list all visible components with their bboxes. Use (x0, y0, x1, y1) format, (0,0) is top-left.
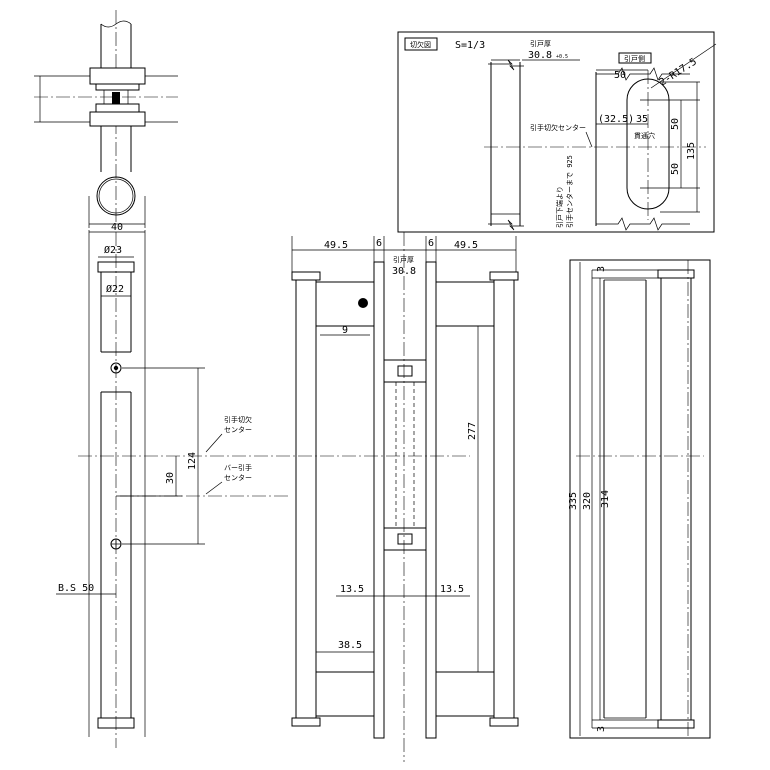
section-view (34, 10, 178, 228)
center-dim-495-left: 49.5 (324, 240, 348, 251)
center-dim-135-right: 13.5 (440, 584, 464, 595)
cutout-badge: 切欠図 (410, 40, 431, 49)
cutout-door-thickness-tol: +0.5 (556, 54, 568, 60)
cutout-dim-325: (32.5) (598, 114, 634, 125)
left-cutout-center-l1: 引手切欠 (224, 415, 252, 424)
cutout-dim-50-b: 50 (670, 163, 681, 175)
cutout-note-line2: 引手センターまで 925 (565, 155, 574, 228)
cutout-note-line1: 引戸下端より (555, 186, 564, 228)
left-dim-124: 124 (187, 452, 198, 470)
cutout-detail-box: 切欠図 S=1/3 引戸厚 30.8 +0.5 50 50 135 50 (397, 31, 717, 233)
cutout-dim-r: 2-R17.5 (658, 56, 699, 88)
left-cutout-center-l2: センター (224, 425, 252, 434)
right-dim-335: 335 (568, 492, 579, 510)
cutout-scale: S=1/3 (455, 40, 485, 51)
center-dim-6-left: 6 (376, 238, 382, 249)
cutout-dim-135: 135 (686, 142, 697, 160)
center-dim-277: 277 (467, 422, 478, 440)
right-dim-3-top: 3 (596, 266, 607, 272)
left-dim-30: 30 (165, 472, 176, 484)
left-front-view: 40 Ø23 Ø22 124 30 引手切欠 センター バー引手 (56, 222, 470, 748)
center-dim-6-right: 6 (428, 238, 434, 249)
left-bar-center-l1: バー引手 (224, 463, 252, 472)
center-door-thickness-label: 引戸厚 (393, 255, 414, 264)
cutout-dim-50-a: 50 (670, 118, 681, 130)
center-side-view: 49.5 6 6 49.5 引戸厚 30.8 9 277 (291, 232, 519, 762)
cutout-through-hole: 貫通穴 (634, 131, 655, 140)
center-dim-135-left: 13.5 (340, 584, 364, 595)
center-dim-9: 9 (342, 325, 348, 336)
left-dim-22: Ø22 (106, 283, 124, 295)
cutout-center-label: 引手切欠センター (530, 123, 586, 132)
right-side-view: 3 335 320 314 3 (568, 259, 711, 739)
right-dim-314: 314 (600, 490, 611, 508)
right-dim-320: 320 (582, 492, 593, 510)
left-dim-40: 40 (111, 222, 123, 233)
cutout-dim-50-top: 50 (614, 70, 626, 81)
cutout-door-side: 引戸側 (624, 54, 645, 63)
center-dim-385: 38.5 (338, 640, 362, 651)
cutout-door-thickness-label: 引戸厚 (530, 39, 551, 48)
left-bar-center-l2: センター (224, 473, 252, 482)
center-door-thickness-value: 30.8 (392, 266, 416, 277)
right-dim-3-bottom: 3 (596, 726, 607, 732)
left-dim-23: Ø23 (104, 244, 122, 256)
cutout-door-thickness-value: 30.8 (528, 50, 552, 61)
center-dim-495-right: 49.5 (454, 240, 478, 251)
cutout-dim-35: 35 (636, 114, 648, 125)
left-bs-label: B.S 50 (58, 583, 94, 594)
